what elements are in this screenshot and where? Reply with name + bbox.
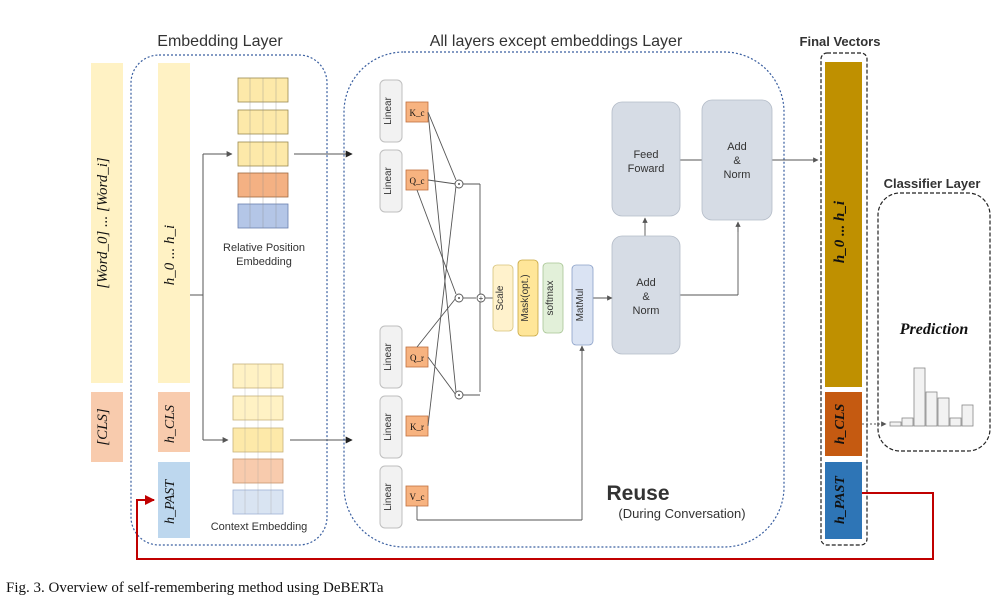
word-input-label: [Word_0] ... [Word_i] — [95, 157, 111, 289]
linear-label-1: Linear — [383, 96, 394, 124]
softmax-box — [542, 262, 564, 334]
linear-label-4: Linear — [383, 412, 394, 440]
scale-label: Scale — [495, 285, 506, 310]
embedding-hcls-label: h_CLS — [163, 405, 178, 443]
context-embedding-label: Context Embedding — [211, 521, 308, 533]
linear-label-2: Linear — [383, 166, 394, 194]
flow-arrows — [579, 157, 819, 360]
mask-box — [517, 259, 539, 337]
word-input-bar — [91, 63, 123, 383]
attention-wiring — [416, 111, 818, 521]
embedding-layer-box — [130, 54, 328, 546]
add-norm-1-line3: Norm — [633, 305, 660, 317]
qc-label: Q_c — [410, 176, 425, 186]
qkv-boxes — [405, 101, 429, 507]
feed-forward-line1: Feed — [633, 149, 658, 161]
scale-box — [492, 264, 514, 332]
feed-forward-line2: Foward — [628, 163, 665, 175]
reuse-subtitle: (During Conversation) — [618, 506, 745, 521]
relative-position-label-2: Embedding — [236, 256, 292, 268]
linear-label-3: Linear — [383, 342, 394, 370]
add-norm-2-line3: Norm — [724, 169, 751, 181]
context-embedding-cells — [232, 363, 284, 515]
linear-boxes — [379, 79, 403, 529]
embedding-hcls-bar — [158, 392, 190, 452]
linear-label-5: Linear — [383, 482, 394, 510]
relative-position-cells — [237, 77, 289, 229]
reuse-title: Reuse — [606, 482, 669, 505]
embedding-connectors — [190, 150, 353, 444]
figure-caption: Fig. 3. Overview of self-remembering met… — [6, 580, 384, 596]
add-norm-1-line1: Add — [636, 277, 656, 289]
add-norm-2-line2: & — [733, 155, 741, 167]
reuse-loop-arrow — [136, 492, 934, 560]
add-norm-2-line1: Add — [727, 141, 747, 153]
final-vectors-title: Final Vectors — [800, 34, 881, 49]
final-h-bar — [825, 62, 862, 387]
classifier-box — [877, 192, 991, 452]
cls-input-label: [CLS] — [95, 408, 111, 446]
final-hcls-label: h_CLS — [833, 404, 848, 445]
cls-input-bar — [91, 392, 123, 462]
kc-label: K_c — [410, 108, 425, 118]
final-vectors-box — [820, 52, 868, 546]
final-h-label: h_0 ... h_i — [832, 200, 848, 263]
relative-position-label-1: Relative Position — [223, 242, 305, 254]
all-layers-title: All layers except embeddings Layer — [430, 33, 683, 50]
final-hpast-bar — [825, 462, 862, 539]
qr-label: Q_r — [410, 353, 424, 363]
mask-label: Mask(opt.) — [520, 274, 531, 321]
kr-label: K_r — [410, 422, 424, 432]
embedding-h-label: h_0 ... h_i — [162, 225, 178, 285]
prediction-label: Prediction — [899, 321, 969, 338]
all-layers-box — [343, 51, 785, 548]
feed-forward-box — [611, 101, 681, 217]
dot-product-nodes — [454, 179, 486, 400]
final-hcls-bar — [825, 392, 862, 456]
prediction-histogram — [889, 367, 974, 427]
embedding-hpast-label: h_PAST — [163, 479, 178, 524]
embedding-hpast-bar — [158, 462, 190, 538]
final-hpast-label: h_PAST — [833, 475, 848, 524]
matmul-box — [571, 264, 594, 346]
matmul-label: MatMul — [575, 289, 586, 322]
embedding-h-bar — [158, 63, 190, 383]
add-node-plus: + — [479, 294, 484, 303]
vc-label: V_c — [410, 492, 425, 502]
add-norm-box-1 — [611, 235, 681, 355]
softmax-label: softmax — [545, 280, 556, 315]
embedding-layer-title: Embedding Layer — [157, 33, 283, 50]
dot-product-marks — [458, 183, 460, 396]
add-norm-1-line2: & — [642, 291, 650, 303]
add-norm-box-2 — [701, 99, 773, 221]
classifier-layer-title: Classifier Layer — [884, 176, 981, 191]
